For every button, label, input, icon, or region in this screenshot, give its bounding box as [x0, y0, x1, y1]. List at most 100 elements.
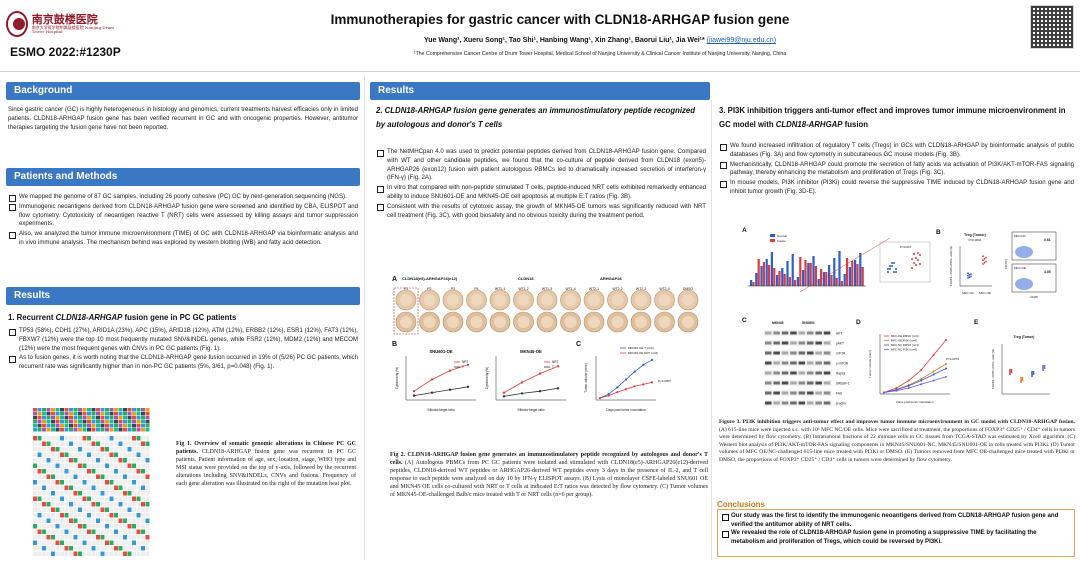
heatmap-cell	[42, 474, 46, 479]
data-point	[598, 396, 602, 400]
heatmap-cell	[42, 491, 46, 496]
growth-curve	[883, 339, 947, 393]
heatmap-cell	[87, 513, 91, 518]
heatmap-cell	[114, 507, 118, 512]
heatmap-cell	[46, 529, 51, 534]
heatmap-cell	[118, 485, 123, 490]
annotation-cell	[33, 408, 37, 412]
heatmap-cell	[64, 458, 69, 463]
annotation-cell	[145, 408, 150, 412]
heatmap-cell	[33, 551, 37, 556]
heatmap-cell	[37, 491, 42, 496]
heatmap-cell	[91, 452, 96, 457]
legend-label: MKN45-OE T (n=6)	[628, 346, 654, 350]
blot-band	[815, 381, 822, 385]
list-item: In mouse models, PI3K inhibitor (PI3Ki) …	[719, 179, 1074, 197]
heatmap-cell	[64, 474, 69, 479]
heatmap-cell	[145, 502, 150, 507]
annotation-cell	[96, 416, 100, 420]
heatmap-cell	[141, 551, 145, 556]
heatmap-cell	[46, 540, 51, 545]
annotation-cell	[60, 416, 64, 420]
panel-label-b: B	[936, 229, 941, 236]
elispot-well-center	[564, 294, 577, 306]
legend-label: NRT	[462, 360, 469, 364]
heatmap-cell	[60, 474, 64, 479]
heatmap-cell	[114, 441, 118, 446]
annotation-cell	[118, 424, 123, 428]
heatmap-cell	[105, 518, 109, 523]
elispot-well-center	[611, 316, 624, 328]
author-email-link[interactable]: (jiawei99@nju.edu.cn)	[706, 37, 777, 44]
blot-band	[765, 401, 772, 405]
heatmap-cell	[82, 507, 87, 512]
heatmap-cell	[141, 513, 145, 518]
heatmap-cell	[145, 452, 150, 457]
elispot-well-center	[494, 294, 506, 306]
heatmap-cell	[100, 485, 105, 490]
heatmap-cell	[118, 540, 123, 545]
heatmap-cell	[132, 502, 136, 507]
heatmap-cell	[96, 441, 100, 446]
heatmap-cell	[109, 540, 114, 545]
heatmap-cell	[100, 480, 105, 485]
data-point	[920, 379, 923, 382]
heatmap-cell	[37, 463, 42, 468]
panel-label-c: C	[742, 317, 747, 324]
annotation-cell	[91, 408, 96, 412]
heatmap-cell	[136, 480, 141, 485]
heatmap-cell	[51, 491, 55, 496]
heatmap-cell	[60, 452, 64, 457]
heatmap-cell	[82, 463, 87, 468]
heatmap-cell	[141, 436, 145, 441]
heatmap-cell	[118, 480, 123, 485]
hospital-seal-icon	[6, 11, 28, 37]
blot-band	[765, 361, 772, 365]
heatmap-cell	[132, 491, 136, 496]
blot-band	[790, 341, 797, 345]
heatmap-cell	[127, 469, 132, 474]
heatmap-cell	[127, 463, 132, 468]
annotation-cell	[118, 420, 123, 424]
heatmap-cell	[114, 529, 118, 534]
heatmap-cell	[114, 518, 118, 523]
heatmap-cell	[127, 546, 132, 551]
heatmap-cell	[96, 502, 100, 507]
heatmap-cell	[42, 496, 46, 501]
annotation-cell	[136, 428, 141, 432]
heatmap-cell	[73, 496, 78, 501]
elispot-well-center	[588, 316, 600, 328]
heatmap-cell	[132, 436, 136, 441]
list-item: We mapped the genome of 87 GC samples, i…	[8, 193, 358, 202]
legend-label: MKN45-OE NRT (n=6)	[628, 351, 658, 355]
heatmap-cell	[114, 469, 118, 474]
heatmap-cell	[51, 513, 55, 518]
heatmap-cell	[114, 474, 118, 479]
heatmap-cell	[51, 518, 55, 523]
annotation-cell	[132, 408, 136, 412]
heatmap-cell	[42, 485, 46, 490]
bar-fusion	[799, 257, 802, 286]
bar-fusion	[861, 267, 864, 286]
scatter-point	[1031, 371, 1033, 373]
heatmap-cell	[51, 480, 55, 485]
heatmap-cell	[141, 524, 145, 529]
y-axis-label: Tumor volume (mm³)	[868, 350, 872, 378]
blot-band	[790, 331, 797, 335]
heatmap-cell	[33, 458, 37, 463]
column-divider	[711, 100, 712, 560]
annotation-cell	[118, 412, 123, 416]
blot-band	[798, 371, 806, 375]
annotation-cell	[69, 408, 73, 412]
x-axis-label: CD25	[1030, 295, 1038, 299]
annotation-cell	[64, 412, 69, 416]
heatmap-cell	[105, 485, 109, 490]
annotation-cell	[141, 416, 145, 420]
heatmap-cell	[64, 485, 69, 490]
blot-band	[823, 361, 831, 365]
scatter-point	[891, 262, 893, 264]
heatmap-cell	[78, 463, 82, 468]
annotation-cell	[132, 416, 136, 420]
data-point	[650, 358, 654, 362]
annotation-cell	[82, 412, 87, 416]
